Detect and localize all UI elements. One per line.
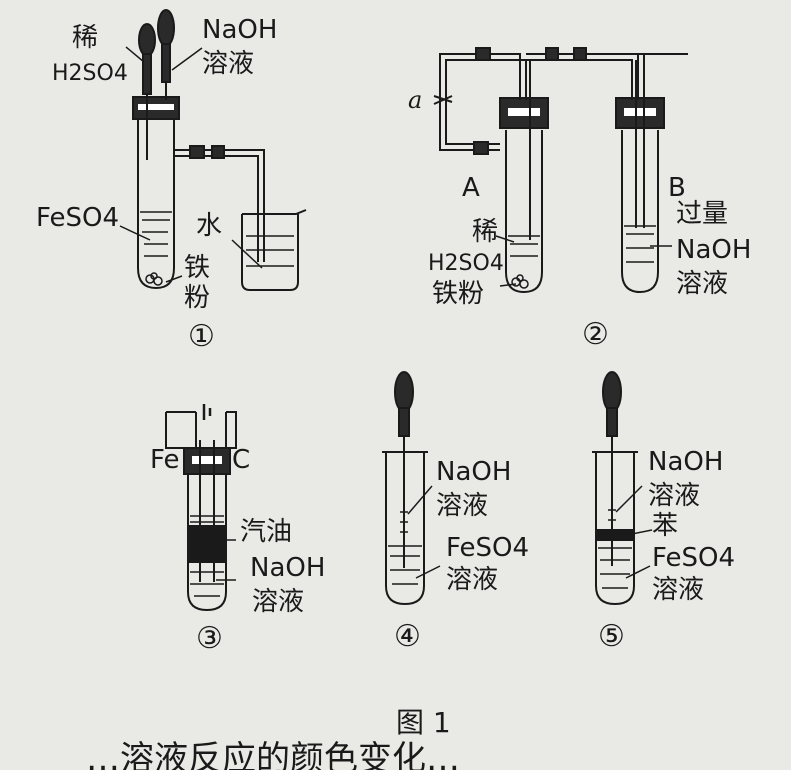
panel5-label-naoh: NaOH bbox=[648, 447, 723, 477]
panel-4-labels: NaOH 溶液 FeSO4 溶液 ④ bbox=[394, 457, 529, 654]
panel1-label-powder: 粉 bbox=[184, 283, 210, 313]
panel4-dropper bbox=[394, 371, 414, 568]
panel1-dropper-right bbox=[157, 9, 175, 100]
panel-1-labels: 稀 H2SO4 NaOH 溶液 FeSO4 水 铁 粉 ① bbox=[36, 15, 277, 354]
panel-2-labels: a A B 稀 H2SO4 铁粉 过量 NaOH 溶液 ② bbox=[408, 86, 751, 352]
panel5-benzene-layer bbox=[596, 529, 634, 541]
panel5-test-tube bbox=[592, 451, 638, 606]
panel5-label-solution: 溶液 bbox=[648, 481, 700, 511]
panel3-gasoline-layer bbox=[188, 525, 226, 563]
panel4-label-naoh: NaOH bbox=[436, 457, 511, 487]
panel2-label-tube-a: A bbox=[462, 173, 480, 203]
panel-4 bbox=[382, 371, 441, 606]
panel1-number: ① bbox=[188, 319, 215, 354]
panel1-iron-powder bbox=[145, 272, 163, 286]
panel-1 bbox=[119, 9, 307, 291]
panel4-label-solution: 溶液 bbox=[436, 491, 488, 521]
panel5-label-feso4: FeSO4 bbox=[652, 543, 735, 573]
panel1-label-solution: 溶液 bbox=[202, 49, 254, 79]
panel2-label-solution: 溶液 bbox=[676, 269, 728, 299]
panel2-tube-a bbox=[505, 130, 543, 294]
panel-3 bbox=[165, 404, 237, 612]
panel2-iron-powder bbox=[511, 274, 529, 289]
panel1-beaker bbox=[241, 209, 307, 291]
panel-5 bbox=[592, 371, 653, 606]
panel5-label-benzene: 苯 bbox=[652, 511, 678, 541]
panel3-label-fe: Fe bbox=[150, 445, 180, 475]
panel2-label-tube-b: B bbox=[668, 173, 686, 203]
panel1-test-tube bbox=[137, 118, 175, 290]
panel3-circuit bbox=[165, 411, 237, 449]
panel1-delivery-tube bbox=[174, 149, 265, 262]
panel1-label-dilute: 稀 bbox=[72, 23, 98, 53]
panel5-number: ⑤ bbox=[598, 619, 625, 654]
panel3-label-c: C bbox=[232, 445, 250, 475]
panel2-label-dilute: 稀 bbox=[472, 217, 498, 247]
panel2-label-excess: 过量 bbox=[676, 199, 728, 229]
panel3-test-tube bbox=[187, 474, 227, 612]
panel1-dropper-left bbox=[138, 23, 156, 160]
figure-caption: 图 1 bbox=[396, 706, 451, 739]
panel2-number: ② bbox=[582, 317, 609, 352]
panel1-label-feso4: FeSO4 bbox=[36, 203, 119, 233]
panel1-label-water: 水 bbox=[196, 211, 222, 241]
panel4-number: ④ bbox=[394, 619, 421, 654]
panel4-label-solution-2: 溶液 bbox=[446, 565, 498, 595]
panel3-label-solution: 溶液 bbox=[252, 587, 304, 617]
bottom-cutoff-text: …溶液反应的颜色变化… bbox=[86, 739, 460, 770]
panel2-label-a: a bbox=[408, 86, 422, 114]
panel-2 bbox=[433, 47, 688, 294]
panel-3-labels: Fe C 汽油 NaOH 溶液 ③ bbox=[150, 445, 325, 656]
panel3-label-gasoline: 汽油 bbox=[240, 517, 292, 547]
panel1-label-h2so4: H2SO4 bbox=[52, 61, 128, 86]
panel2-tubing bbox=[439, 53, 688, 151]
panel5-dropper bbox=[602, 371, 622, 566]
panel2-label-h2so4: H2SO4 bbox=[428, 251, 504, 276]
panel5-label-solution-2: 溶液 bbox=[652, 575, 704, 605]
panel2-label-naoh: NaOH bbox=[676, 235, 751, 265]
panel3-number: ③ bbox=[196, 621, 223, 656]
panel2-tube-b bbox=[621, 130, 659, 294]
panel-5-labels: NaOH 溶液 苯 FeSO4 溶液 ⑤ bbox=[598, 447, 735, 654]
panel2-label-iron-powder: 铁粉 bbox=[432, 279, 484, 309]
panel3-label-naoh: NaOH bbox=[250, 553, 325, 583]
panel1-label-naoh: NaOH bbox=[202, 15, 277, 45]
panel4-label-feso4: FeSO4 bbox=[446, 533, 529, 563]
panel2-clamp-a bbox=[433, 95, 453, 105]
panel1-label-iron: 铁 bbox=[184, 253, 210, 283]
